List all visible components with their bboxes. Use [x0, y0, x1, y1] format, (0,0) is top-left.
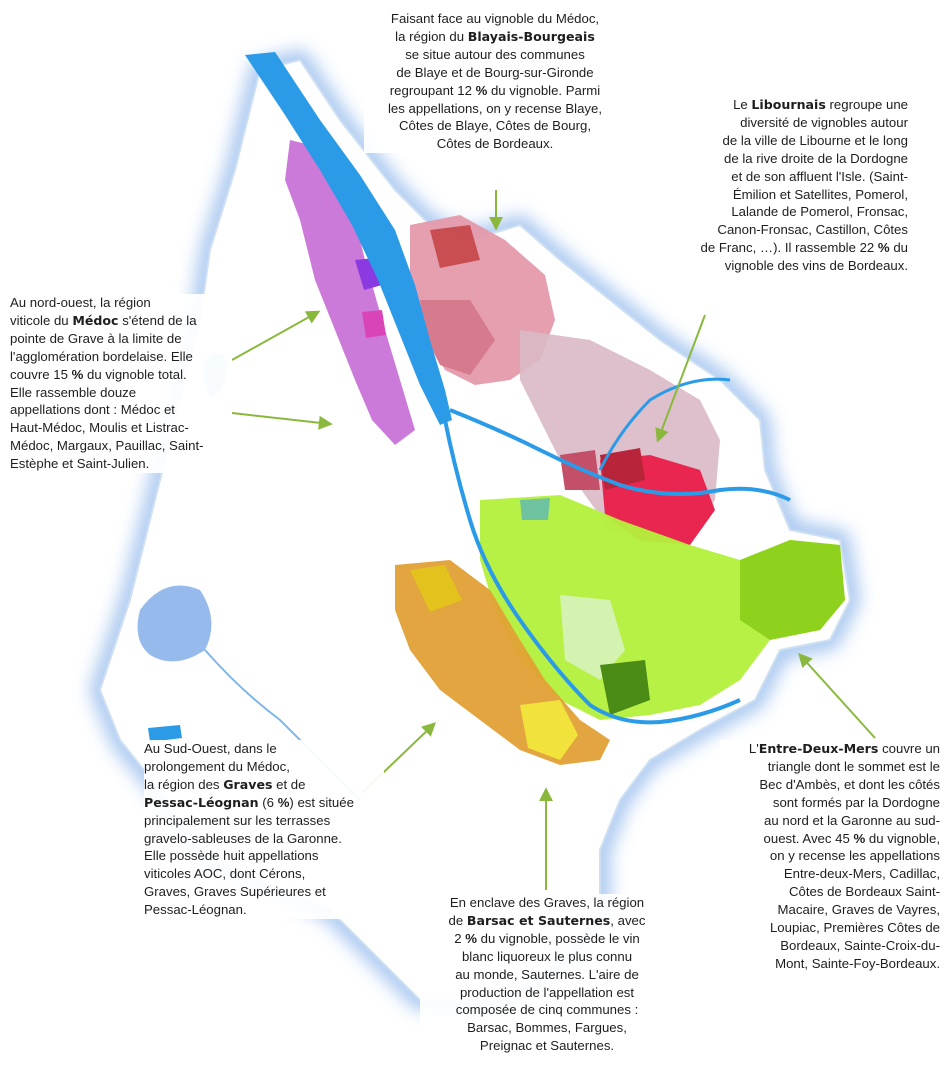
blaye-region-name: Blayais-Bourgeais: [467, 28, 595, 44]
medoc-region-name: Médoc: [72, 312, 119, 328]
graves-line: Pessac-Léognan (6 %) est située: [144, 794, 354, 810]
entre-line: L'Entre-Deux-Mers couvre un: [748, 741, 940, 756]
dordogne-river: [449, 408, 791, 502]
graves-line: gravelo-sableuses de la Garonne.: [144, 830, 342, 846]
medoc-line: couvre 15 % du vignoble total.: [10, 366, 187, 382]
graves-line: prolongement du Médoc,: [144, 758, 290, 774]
medoc-line: l'agglomération bordelaise. Elle: [10, 348, 193, 364]
libournais-line: Lalande de Pomerol, Fronsac,: [731, 204, 908, 220]
graves-region-name: Graves: [223, 776, 273, 792]
blaye-line: de Blaye et de Bourg-sur-Gironde: [396, 64, 594, 80]
entre-line: Macaire, Graves de Vayres,: [777, 902, 940, 918]
graves-line: Elle possède huit appellations: [144, 848, 319, 864]
medoc-line: Au nord-ouest, la région: [10, 295, 151, 310]
graves-line: la région des Graves et de: [144, 776, 306, 792]
libournais-line: diversité de vignobles autour: [740, 114, 908, 130]
sauternes-line: composée de cinq communes :: [455, 1002, 639, 1018]
arrow-entre-deux-mers: [798, 652, 876, 739]
entre-line: Entre-deux-Mers, Cadillac,: [783, 866, 940, 882]
sauternes-line: Preignac et Sauternes.: [479, 1038, 615, 1054]
isle-river: [598, 377, 731, 471]
libournais-line: Le Libournais regroupe une: [733, 97, 908, 112]
cadillac: [600, 660, 650, 715]
entre-line: on y recense les appellations: [769, 848, 940, 864]
graves-line: viticoles AOC, dont Cérons,: [144, 866, 306, 882]
blaye-line: Faisant face au vignoble du Médoc,: [390, 11, 600, 26]
entre-line: Loupiac, Premières Côtes de: [769, 920, 940, 936]
sauternes-line: production de l'appellation est: [459, 984, 635, 1000]
blaye-line: la région du Blayais-Bourgeais: [395, 28, 595, 44]
graves-description: Au Sud-Ouest, dans le prolongement du Mé…: [144, 740, 384, 920]
libournais-line: et de son affluent l'Isle. (Saint-: [731, 168, 908, 184]
medoc-line: Estèphe et Saint-Julien.: [10, 456, 150, 472]
sauternes-line: En enclave des Graves, la région: [449, 895, 645, 910]
medoc-line: Elle rassemble douze: [10, 384, 137, 400]
libournais-description: Le Libournais regroupe une diversité de …: [664, 96, 909, 276]
libournais-region-name: Libournais: [751, 97, 826, 112]
blaye-line: Côtes de Bordeaux.: [436, 136, 554, 152]
libournais-line: de la ville de Libourne et le long: [722, 132, 909, 148]
graves-line: Au Sud-Ouest, dans le: [144, 741, 277, 756]
blaye-line: Côtes de Blaye, Côtes de Bourg,: [398, 118, 592, 134]
libournais-line: de la rive droite de la Dordogne: [723, 150, 908, 166]
sauternes-line: Barsac, Bommes, Fargues,: [467, 1020, 627, 1036]
sauternes-line: au monde, Sauternes. L'aire de: [455, 966, 639, 982]
sauternes-line: blanc liquoreux le plus connu: [461, 948, 633, 964]
entre-deux-mers-east: [740, 540, 845, 640]
entre-line: Bordeaux, Sainte-Croix-du-: [780, 937, 940, 953]
sauternes-line: de Barsac et Sauternes, avec: [448, 912, 646, 928]
sauternes-description: En enclave des Graves, la région de Bars…: [420, 894, 674, 1056]
gironde-estuary: [245, 52, 452, 425]
blaye-core: [420, 300, 495, 375]
entre-line: Mont, Sainte-Foy-Bordeaux.: [775, 955, 940, 971]
entre-line: Bec d'Ambès, et dont les côtés: [759, 776, 940, 792]
pomerol: [600, 448, 645, 490]
premieres-cotes: [560, 595, 625, 680]
graves-line: principalement sur les terrasses: [144, 812, 331, 828]
sauternes-region-name: Barsac et Sauternes: [466, 912, 611, 928]
sauternes-region: [520, 700, 578, 760]
libournais-line: Émilion et Satellites, Pomerol,: [732, 186, 908, 202]
medoc-region: [285, 140, 415, 445]
blaye-line: se situe autour des communes: [405, 46, 585, 62]
pessac-leognan-name: Pessac-Léognan: [144, 794, 259, 810]
graves-line: Graves, Graves Supérieures et: [144, 884, 326, 900]
libournais-line: vignoble des vins de Bordeaux.: [724, 258, 908, 274]
sauternes-line: 2 % du vignoble, possède le vin: [454, 930, 640, 946]
entre-line: Côtes de Bordeaux Saint-: [788, 884, 940, 900]
garonne-river: [443, 419, 741, 725]
blaye-line: les appellations, on y recense Blaye,: [387, 100, 603, 116]
graves-line: Pessac-Léognan.: [144, 902, 247, 918]
medoc-line: Haut-Médoc, Moulis et Listrac-: [10, 420, 189, 436]
entre-line: sont formés par la Dordogne: [772, 794, 940, 810]
blaye-north: [430, 225, 480, 268]
pessac-leognan: [410, 565, 462, 612]
entre-line: triangle dont le sommet est le: [767, 758, 940, 774]
arrow-libournais: [655, 314, 706, 443]
entre-deux-mers-description: L'Entre-Deux-Mers couvre un triangle don…: [720, 740, 940, 973]
medoc-line: pointe de Grave à la limite de: [10, 330, 182, 346]
arcachon-basin: [137, 585, 212, 662]
arrow-medoc-1: [231, 310, 321, 361]
blaye-line: regroupant 12 % du vignoble. Parmi: [389, 82, 601, 98]
medoc-description: Au nord-ouest, la région viticole du Méd…: [10, 294, 232, 474]
arrow-medoc-2: [231, 412, 333, 430]
medoc-pauillac: [362, 310, 386, 338]
blaye-description: Faisant face au vignoble du Médoc, la ré…: [364, 10, 626, 154]
entre-deux-mers-region: [480, 495, 845, 720]
medoc-line: appellations dont : Médoc et: [10, 402, 175, 418]
cotes-teal: [520, 498, 550, 520]
coastal-lagoon: [148, 725, 182, 742]
entre-line: au nord et la Garonne au sud-: [764, 812, 940, 828]
entre-deux-mers-region-name: Entre-Deux-Mers: [758, 741, 879, 756]
medoc-line: Médoc, Margaux, Pauillac, Saint-: [10, 438, 204, 454]
libournais-line: Canon-Fronsac, Castillon, Côtes: [717, 222, 908, 238]
medoc-line: viticole du Médoc s'étend de la: [10, 312, 197, 328]
libournais-line: de Franc, …). Il rassemble 22 % du: [700, 240, 908, 256]
entre-line: ouest. Avec 45 % du vignoble,: [763, 830, 940, 846]
